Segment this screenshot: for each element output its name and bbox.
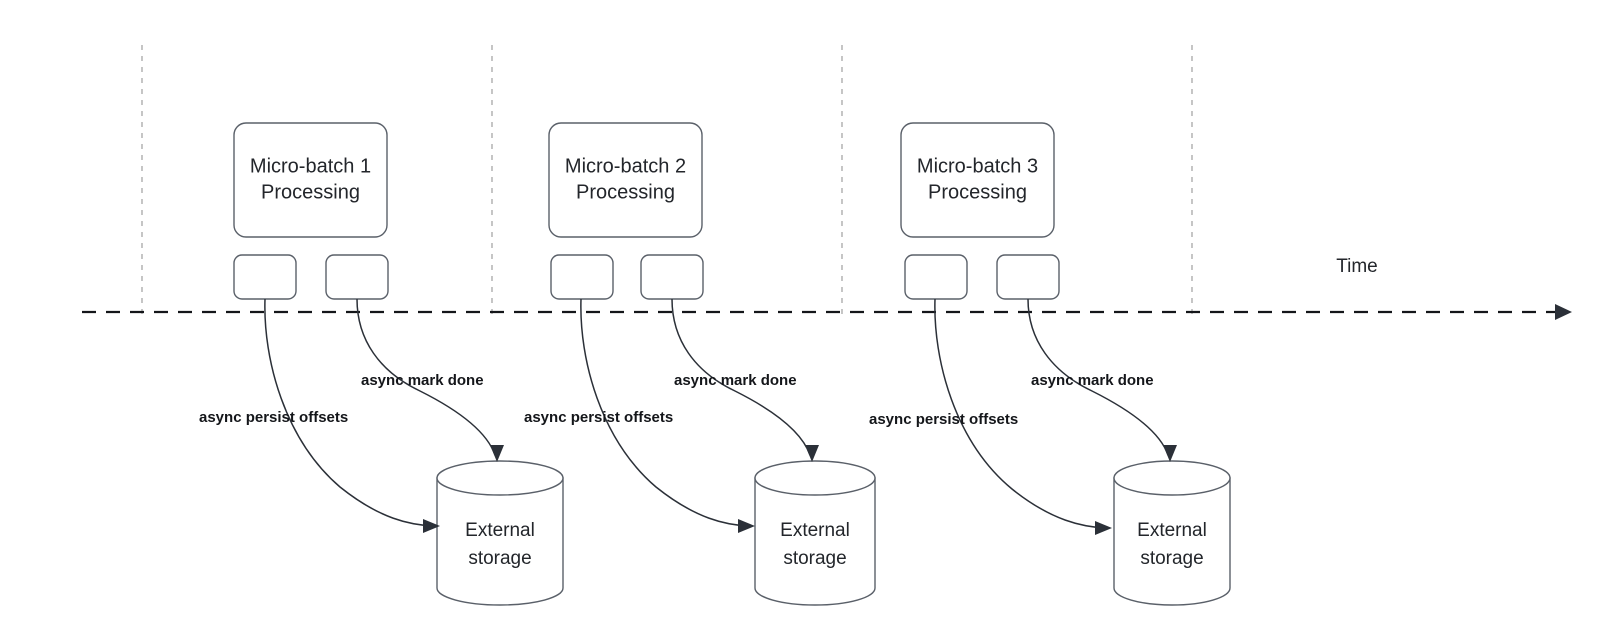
async-mark-done-edge-2-path xyxy=(671,298,811,456)
async-mark-done-edge-3-path xyxy=(1027,298,1169,456)
external-storage-3-body xyxy=(1113,477,1231,606)
micro-batch-2-task-b[interactable] xyxy=(640,254,704,300)
async-persist-offsets-edge-3-label: async persist offsets xyxy=(869,411,1018,428)
async-mark-done-edge-3-label: async mark done xyxy=(1031,372,1154,389)
async-persist-offsets-edge-1-label: async persist offsets xyxy=(199,409,348,426)
async-mark-done-edge-1-arrow-head xyxy=(490,445,504,462)
async-mark-done-edge-1-path xyxy=(356,298,496,456)
async-mark-done-edge-3-arrow-head xyxy=(1163,445,1177,462)
async-mark-done-edge-2-arrow-head xyxy=(805,445,819,462)
async-persist-offsets-edge-1-arrow-head xyxy=(423,519,440,533)
async-persist-offsets-edge-3-arrow-head xyxy=(1095,521,1112,535)
micro-batch-2-task-a[interactable] xyxy=(550,254,614,300)
external-storage-3-top-ellipse xyxy=(1113,460,1231,496)
external-storage-2-label-line1: External xyxy=(780,520,850,541)
micro-batch-3-task-a[interactable] xyxy=(904,254,968,300)
external-storage-2-top-ellipse xyxy=(754,460,876,496)
async-persist-offsets-edge-1-path xyxy=(264,298,435,527)
external-storage-1-label-line1: External xyxy=(465,520,535,541)
timeline-axis-group: Time xyxy=(82,256,1572,320)
micro-batch-2-title-line2: Processing xyxy=(576,181,675,203)
async-mark-done-edge-2-label: async mark done xyxy=(674,372,797,389)
async-persist-offsets-edge-2-arrow-head xyxy=(738,519,755,533)
micro-batch-1-box-shape xyxy=(233,122,388,238)
external-storage-2[interactable]: External storage xyxy=(754,460,876,606)
external-storage-3-label-line2: storage xyxy=(1140,548,1203,569)
micro-batch-3-title-line1: Micro-batch 3 xyxy=(917,155,1038,177)
async-mark-done-edge-1-label: async mark done xyxy=(361,372,484,389)
micro-batch-3-box-shape xyxy=(900,122,1055,238)
async-persist-offsets-edge-2-label: async persist offsets xyxy=(524,409,673,426)
async-persist-offsets-edge-3-path xyxy=(934,298,1107,529)
micro-batch-3-title-line2: Processing xyxy=(928,181,1027,203)
time-axis-label: Time xyxy=(1336,256,1378,277)
time-arrow-head xyxy=(1555,304,1572,320)
micro-batch-3-box[interactable]: Micro-batch 3 Processing xyxy=(900,122,1055,238)
external-storage-1-top-ellipse xyxy=(436,460,564,496)
micro-batch-1-task-b[interactable] xyxy=(325,254,389,300)
async-persist-offsets-edge-2-path xyxy=(580,298,750,527)
micro-batch-1-title-line1: Micro-batch 1 xyxy=(250,155,371,177)
external-storage-1-body xyxy=(436,477,564,606)
micro-batch-3-task-b[interactable] xyxy=(996,254,1060,300)
external-storage-3-label-line1: External xyxy=(1137,520,1207,541)
external-storage-1-label-line2: storage xyxy=(468,548,531,569)
micro-batch-1-title-line2: Processing xyxy=(261,181,360,203)
micro-batch-2-title-line1: Micro-batch 2 xyxy=(565,155,686,177)
micro-batch-1-box[interactable]: Micro-batch 1 Processing xyxy=(233,122,388,238)
external-storage-2-body xyxy=(754,477,876,606)
micro-batch-2-box-shape xyxy=(548,122,703,238)
micro-batch-1-task-a[interactable] xyxy=(233,254,297,300)
external-storage-3[interactable]: External storage xyxy=(1113,460,1231,606)
external-storage-1[interactable]: External storage xyxy=(436,460,564,606)
external-storage-2-label-line2: storage xyxy=(783,548,846,569)
tick-line-group xyxy=(141,45,1193,318)
micro-batch-2-box[interactable]: Micro-batch 2 Processing xyxy=(548,122,703,238)
